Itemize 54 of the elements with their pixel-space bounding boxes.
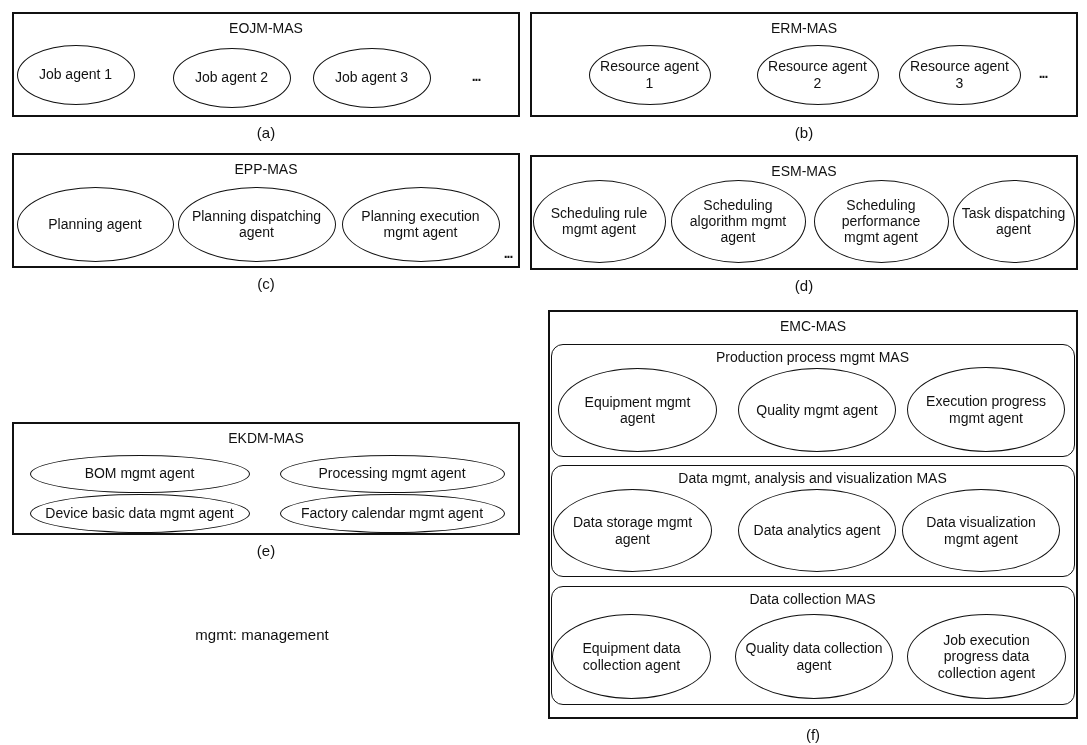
- panel-caption: (f): [805, 725, 821, 743]
- panel-title: ERM-MAS: [770, 20, 838, 36]
- agent-name: Equipment data collection agent: [581, 640, 682, 673]
- panel-caption: (c): [257, 274, 275, 292]
- agent-name: Processing mgmt agent: [318, 465, 466, 482]
- panel-box: [12, 153, 520, 268]
- agent-name: Data visualization mgmt agent: [925, 514, 1037, 547]
- agent-name: Scheduling rule mgmt agent: [549, 204, 649, 238]
- ellipsis-mark: ...: [503, 245, 513, 261]
- agent-name: Execution progress mgmt agent: [925, 393, 1047, 426]
- panel-title: Production process mgmt MAS: [716, 348, 909, 365]
- group-box: [550, 464, 1075, 577]
- panel-box: [548, 310, 1078, 719]
- panel-title: EOJM-MAS: [229, 20, 303, 36]
- ellipsis-mark: ...: [1038, 65, 1048, 81]
- panel-box: [530, 12, 1078, 117]
- agent-name: Scheduling algorithm mgmt agent: [688, 196, 788, 246]
- panel-title: EPP-MAS: [234, 161, 298, 177]
- group-box: [550, 585, 1075, 705]
- panel-box: [530, 155, 1078, 270]
- agent-name: Resource agent 3: [909, 58, 1010, 91]
- note-text: mgmt: management: [195, 625, 329, 643]
- agent-name: Resource agent 1: [599, 58, 700, 91]
- panel-caption: (b): [794, 123, 814, 141]
- panel-caption: (a): [256, 123, 276, 141]
- agent-name: Quality data collection agent: [744, 640, 884, 673]
- panel-title: Data mgmt, analysis and visualization MAS: [678, 469, 947, 486]
- agent-name: Data analytics agent: [753, 522, 881, 539]
- agent-name: Scheduling performance mgmt agent: [840, 196, 922, 246]
- panel-caption: (e): [256, 541, 276, 559]
- panel-title: Data collection MAS: [749, 590, 876, 607]
- panel-box: [12, 422, 520, 535]
- agent-name: Device basic data mgmt agent: [45, 504, 234, 522]
- panel-box: [12, 12, 520, 117]
- agent-name: Quality mgmt agent: [756, 401, 878, 419]
- agent-name: Planning agent: [48, 215, 142, 233]
- group-box: [550, 343, 1075, 457]
- agent-name: Resource agent 2: [767, 58, 868, 91]
- ellipsis-mark: ...: [471, 68, 481, 84]
- agent-name: Job agent 2: [194, 69, 269, 86]
- agent-name: Data storage mgmt agent: [571, 514, 694, 547]
- agent-name: Task dispatching agent: [961, 204, 1066, 238]
- agent-name: Job agent 1: [38, 66, 113, 83]
- agent-name: Planning dispatching agent: [190, 207, 323, 241]
- panel-title: EMC-MAS: [779, 318, 847, 334]
- agent-name: BOM mgmt agent: [84, 465, 195, 482]
- agent-name: Factory calendar mgmt agent: [300, 504, 484, 522]
- agent-name: Equipment mgmt agent: [583, 393, 692, 427]
- agent-name: Planning execution mgmt agent: [360, 207, 481, 241]
- panel-title: ESM-MAS: [771, 163, 837, 179]
- agent-name: Job execution progress data collection agent: [936, 632, 1037, 681]
- panel-caption: (d): [794, 276, 814, 294]
- panel-title: EKDM-MAS: [228, 430, 304, 446]
- agent-name: Job agent 3: [334, 69, 409, 86]
